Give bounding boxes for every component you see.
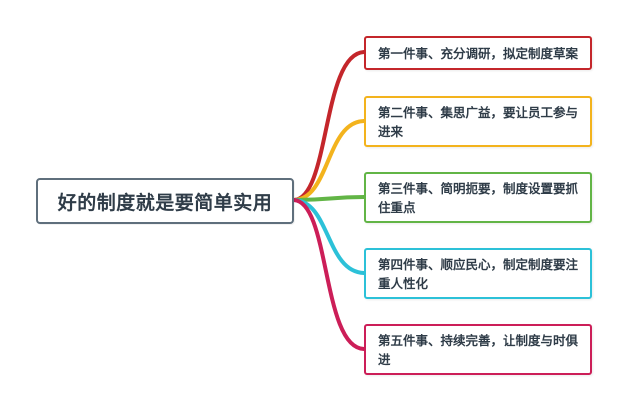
branch-node-3: 第三件事、简明扼要，制度设置要抓住重点: [364, 172, 592, 223]
connector-branch-5: [292, 198, 366, 351]
connector-branch-4: [292, 198, 366, 275]
branch-node-1-label: 第一件事、充分调研，拟定制度草案: [378, 45, 579, 61]
branch-node-5: 第五件事、持续完善，让制度与时俱进: [364, 324, 592, 375]
branch-node-5-label: 第五件事、持续完善，让制度与时俱进: [378, 332, 579, 367]
connector-branch-2: [292, 119, 366, 202]
central-topic: 好的制度就是要简单实用: [36, 178, 294, 224]
branch-node-3-label: 第三件事、简明扼要，制度设置要抓住重点: [378, 180, 579, 215]
central-topic-label: 好的制度就是要简单实用: [57, 191, 273, 214]
branch-node-4: 第四件事、顺应民心，制定制度要注重人性化: [364, 248, 592, 299]
connector-branch-1: [292, 50, 366, 202]
branch-node-1: 第一件事、充分调研，拟定制度草案: [364, 36, 592, 70]
branch-node-4-label: 第四件事、顺应民心，制定制度要注重人性化: [378, 256, 579, 291]
branch-node-2: 第二件事、集思广益，要让员工参与进来: [364, 96, 592, 147]
branch-node-2-label: 第二件事、集思广益，要让员工参与进来: [378, 104, 579, 139]
